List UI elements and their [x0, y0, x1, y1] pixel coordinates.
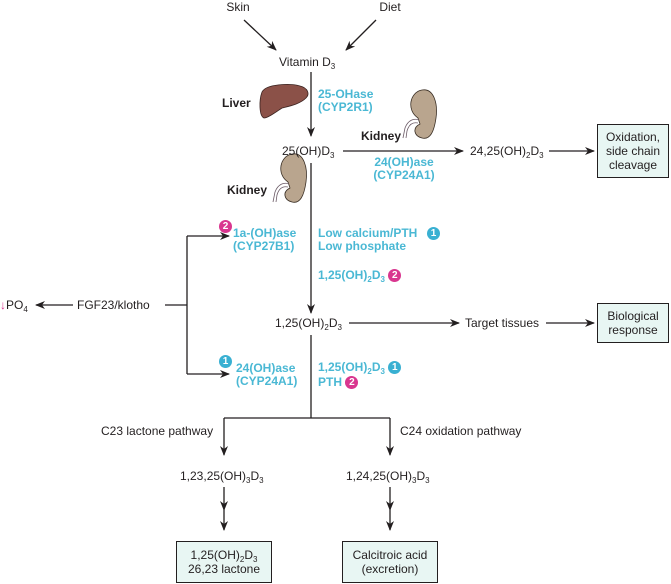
enzyme-1aohase-gene: (CYP27B1)	[233, 239, 295, 253]
node-po4: ↓PO4	[0, 298, 28, 314]
subscript: 2	[526, 151, 531, 160]
node-skin: Skin	[226, 0, 250, 14]
enzyme-24ohase-top-name: 24(OH)ase	[374, 155, 434, 169]
subscript: 3	[246, 476, 251, 485]
node-125-mid: D	[328, 316, 338, 330]
badge-two: 2	[345, 376, 359, 390]
kidney-icon-top	[402, 89, 437, 139]
node-2425oh2d3: 24,25(OH)2D3	[470, 144, 544, 160]
regulator-low-calcium-phosphate: Low calcium/PTH Low phosphate	[318, 227, 417, 253]
node-12425-mid: D	[416, 469, 426, 483]
node-vitamin-d3-label: Vitamin D	[279, 55, 331, 69]
down-arrow-icon: ↓	[0, 298, 6, 312]
box-calcitroic-line2: (excretion)	[361, 562, 419, 576]
organ-kidney-mid-label: Kidney	[227, 183, 268, 197]
box-biological-response: Biological response	[597, 303, 669, 343]
subscript: 3	[253, 555, 258, 564]
subscript: 3	[412, 476, 417, 485]
node-12325-pre: 1,23,25(OH)	[180, 469, 247, 483]
regulator-induce-pre: 1,25(OH)	[318, 360, 368, 374]
badge-one: 1	[427, 227, 440, 241]
node-12325-mid: D	[250, 469, 260, 483]
enzyme-25ohase: 25-OHase (CYP2R1)	[318, 88, 373, 114]
box-lactone-mid: D	[244, 548, 254, 562]
regulator-induce-mid: D	[371, 360, 381, 374]
liver-icon	[259, 84, 309, 119]
enzyme-25ohase-gene: (CYP2R1)	[318, 100, 373, 114]
organ-liver-label: Liver	[222, 96, 251, 110]
node-12425-pre: 1,24,25(OH)	[346, 469, 413, 483]
badge-one: 1	[219, 355, 232, 369]
arrow-diet-to-vitamin-d3	[345, 19, 377, 51]
node-2425-pre: 24,25(OH)	[470, 144, 527, 158]
enzyme-24ohase-top: 24(OH)ase (CYP24A1)	[364, 156, 444, 182]
node-target-tissues: Target tissues	[465, 316, 540, 330]
node-diet: Diet	[379, 0, 401, 14]
node-25ohd3-label: 25(OH)D	[282, 144, 331, 158]
regulator-low-calcium: Low calcium/PTH	[318, 226, 418, 240]
subscript: 3	[539, 151, 544, 160]
regulator-125-feedback: 1,25(OH)2D3 2	[318, 268, 402, 284]
subscript: 3	[330, 151, 335, 160]
enzyme-1aohase: 1a-(OH)ase (CYP27B1)	[233, 227, 296, 253]
badge-one-24ohase: 1	[219, 354, 232, 369]
subscript: 2	[324, 323, 329, 332]
node-fgf23-klotho: FGF23/klotho	[77, 298, 150, 312]
badge-two-1aohase: 2	[219, 219, 232, 234]
box-biological-line2: response	[608, 323, 658, 337]
box-lactone-pre: 1,25(OH)	[190, 548, 240, 562]
regulator-125-mid: D	[371, 268, 381, 282]
box-lactone-line2: 26,23 lactone	[187, 562, 261, 576]
pathway-c24-oxidation: C24 oxidation pathway	[400, 424, 522, 438]
regulator-pth: PTH	[318, 375, 342, 389]
subscript: 2	[367, 367, 372, 376]
kidney-icon-mid	[272, 153, 307, 203]
pathway-c23-lactone: C23 lactone pathway	[101, 424, 214, 438]
node-12325oh3d3: 1,23,25(OH)3D3	[180, 469, 264, 485]
box-oxidation-line1: Oxidation,	[605, 130, 660, 144]
subscript: 3	[337, 323, 342, 332]
box-biological-line1: Biological	[607, 309, 659, 323]
node-125oh2d3: 1,25(OH)2D3	[275, 316, 342, 332]
subscript: 3	[330, 62, 336, 71]
badge-two: 2	[388, 269, 402, 283]
node-2425-mid: D	[530, 144, 540, 158]
subscript: 3	[259, 476, 264, 485]
box-lactone: 1,25(OH)2D3 26,23 lactone	[176, 541, 272, 583]
enzyme-24ohase-bottom-gene: (CYP24A1)	[236, 374, 298, 388]
box-oxidation-line3: cleavage	[608, 158, 658, 172]
node-po4-label: PO	[6, 298, 24, 312]
organ-kidney-top-label: Kidney	[361, 129, 402, 143]
regulator-induce-24ohase: 1,25(OH)2D3 1 PTH 2	[318, 360, 402, 390]
arrow-skin-to-vitamin-d3	[243, 19, 277, 51]
enzyme-24ohase-bottom-name: 24(OH)ase	[236, 361, 296, 375]
enzyme-24ohase-top-gene: (CYP24A1)	[373, 168, 435, 182]
node-vitamin-d3: Vitamin D3	[279, 55, 336, 71]
subscript: 3	[380, 275, 385, 284]
node-25ohd3: 25(OH)D3	[282, 144, 335, 160]
box-oxidation-side-chain-cleavage: Oxidation, side chain cleavage	[597, 124, 669, 178]
subscript: 2	[367, 275, 372, 284]
enzyme-24ohase-bottom: 24(OH)ase (CYP24A1)	[236, 362, 297, 388]
box-oxidation-line2: side chain	[605, 144, 661, 158]
badge-one: 1	[388, 361, 402, 375]
box-calcitroic-acid: Calcitroic acid (excretion)	[342, 541, 438, 583]
enzyme-25ohase-name: 25-OHase	[318, 87, 374, 101]
badge-two: 2	[219, 220, 232, 234]
subscript: 3	[425, 476, 430, 485]
subscript: 4	[23, 305, 28, 314]
badge-one-low-calcium: 1	[427, 226, 440, 241]
enzyme-1aohase-name: 1a-(OH)ase	[233, 226, 297, 240]
subscript: 3	[380, 367, 385, 376]
subscript: 2	[239, 555, 245, 564]
box-calcitroic-line1: Calcitroic acid	[352, 548, 428, 562]
node-125-pre: 1,25(OH)	[275, 316, 325, 330]
node-12425oh3d3: 1,24,25(OH)3D3	[346, 469, 430, 485]
regulator-low-phosphate: Low phosphate	[318, 239, 406, 253]
regulator-125-pre: 1,25(OH)	[318, 268, 368, 282]
